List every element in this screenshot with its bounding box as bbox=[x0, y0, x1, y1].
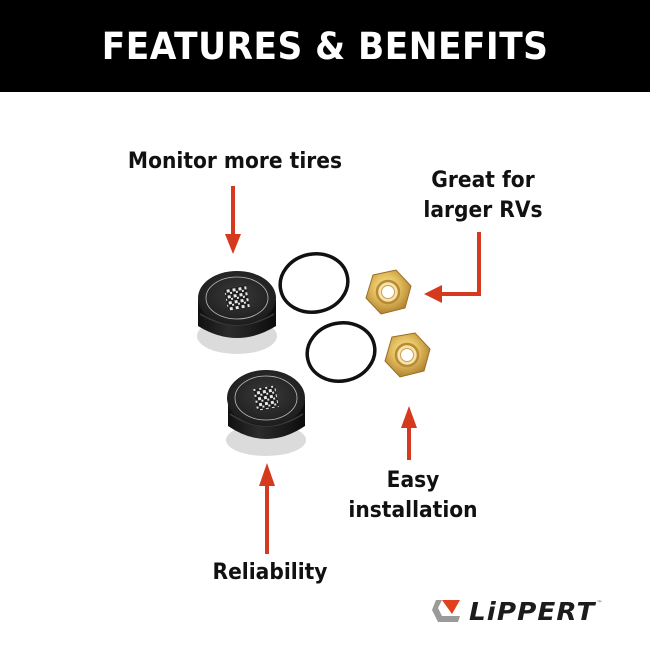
trademark-symbol: ™ bbox=[596, 600, 603, 607]
tire-sensor-1 bbox=[197, 271, 277, 354]
callout-line-2: installation bbox=[348, 498, 478, 523]
arrow-down-monitor bbox=[225, 186, 241, 254]
arrow-elbow-larger bbox=[424, 232, 481, 303]
callout-reliability: Reliability bbox=[196, 558, 343, 588]
callout-great-for-larger-rvs: Great for larger RVs bbox=[414, 166, 552, 226]
callout-line-1: Easy bbox=[386, 468, 440, 493]
o-ring-2 bbox=[305, 321, 377, 383]
callout-easy-installation: Easy installation bbox=[339, 466, 486, 526]
header-banner: FEATURES & BENEFITS bbox=[0, 0, 650, 92]
o-ring-1 bbox=[278, 252, 350, 314]
lippert-logo-mark-icon bbox=[432, 600, 460, 622]
callout-text: Monitor more tires bbox=[127, 149, 343, 174]
callout-line-2: larger RVs bbox=[423, 198, 543, 223]
brass-hex-nut-2 bbox=[384, 332, 431, 378]
arrow-up-easy bbox=[401, 406, 417, 460]
page-title: FEATURES & BENEFITS bbox=[101, 24, 549, 68]
arrow-up-reliability bbox=[259, 463, 275, 554]
callout-monitor-more-tires: Monitor more tires bbox=[122, 147, 348, 177]
callout-text: Reliability bbox=[212, 560, 328, 585]
brass-hex-nut-1 bbox=[365, 269, 412, 315]
tire-sensor-2 bbox=[226, 370, 306, 456]
callout-line-1: Great for bbox=[431, 168, 535, 193]
brand-name: LiPPERT bbox=[468, 596, 596, 626]
brand-logo: LiPPERT ™ bbox=[428, 594, 628, 628]
